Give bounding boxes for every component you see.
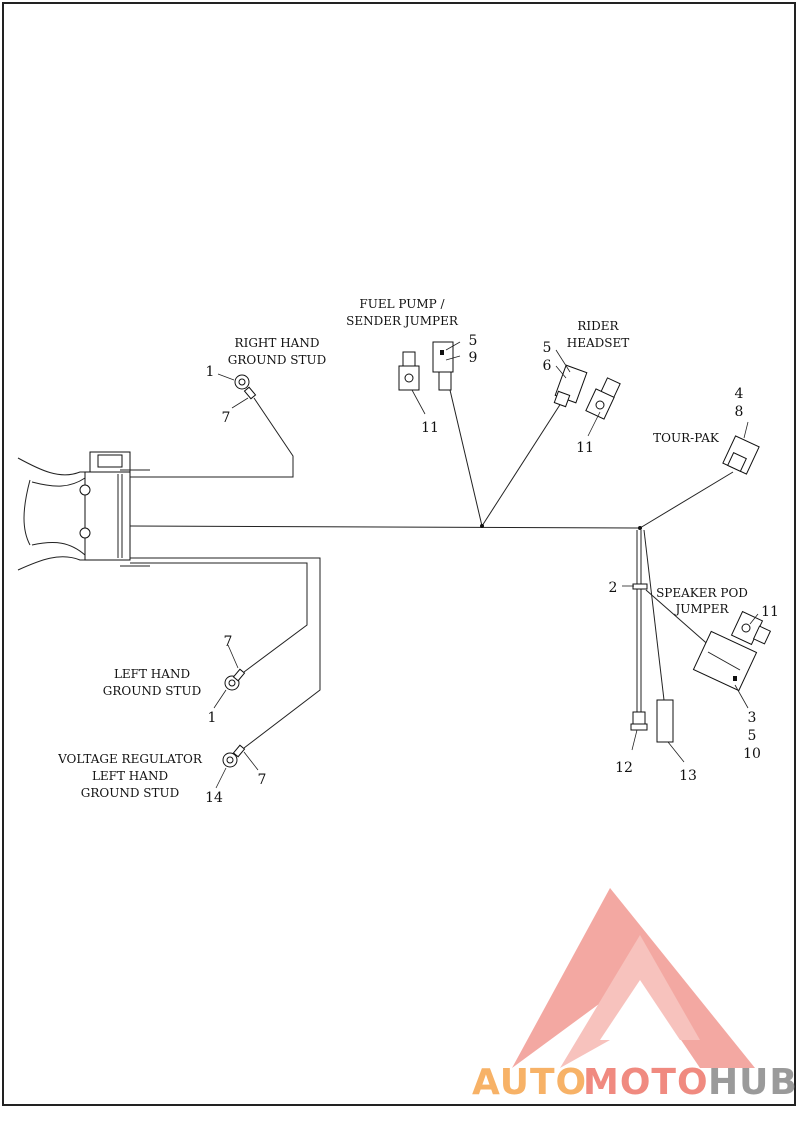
callout-2: 2 [609,580,618,596]
callout-11: 11 [421,420,439,436]
callout-5: 5 [543,340,552,356]
rider-headset-label-1: RIDER [577,319,619,333]
callout-7: 7 [224,634,233,650]
callout-11: 11 [761,604,779,620]
voltage-regulator-label-1: VOLTAGE REGULATOR [57,752,203,766]
cable-strap [632,583,648,590]
voltage-regulator-label-3: GROUND STUD [81,786,179,800]
callout-6: 6 [543,358,552,374]
callout-13: 13 [679,768,697,784]
callout-11: 11 [576,440,594,456]
ring-terminal-regulator [222,744,246,768]
fuel-pump-connector [432,341,454,391]
ring-terminal-left [224,668,246,691]
splice-dot [480,524,484,528]
tour-pak-label: TOUR-PAK [653,431,720,445]
harness-wires [129,389,734,749]
callout-14: 14 [205,790,223,806]
callout-1: 1 [208,710,217,726]
speaker-pod-label-2: JUMPER [673,602,729,616]
tour-pak-connector [722,435,760,475]
fuel-pump-connector-cap [398,351,420,391]
diagram-frame [2,2,796,1106]
right-hand-ground-stud-label-1: RIGHT HAND [235,336,320,350]
callout-4: 4 [735,386,744,402]
callout-8: 8 [735,404,744,420]
speaker-pod-cap [730,610,772,646]
automotohub-logo [512,888,755,1068]
left-hand-ground-stud-label-1: LEFT HAND [114,667,190,681]
frame-bracket [17,451,150,571]
bullet-connector-12 [630,711,648,731]
callout-10: 10 [743,746,761,762]
callout-7: 7 [258,772,267,788]
callout-3: 3 [748,710,757,726]
right-hand-ground-stud-label-2: GROUND STUD [228,353,326,367]
splice-dot [638,526,642,530]
fuel-pump-label-2: SENDER JUMPER [346,314,459,328]
callout-7: 7 [222,410,231,426]
callout-9: 9 [469,350,478,366]
rider-headset-label-2: HEADSET [567,336,630,350]
logo-moto: MOTO [583,1062,709,1103]
rider-headset-connector [553,364,588,408]
logo-hub: HUB [708,1062,798,1103]
fuel-pump-label-1: FUEL PUMP / [359,297,445,311]
callout-12: 12 [615,760,633,776]
speaker-pod-connector [692,630,758,692]
callout-5: 5 [748,728,757,744]
speaker-pod-label-1: SPEAKER POD [656,586,748,600]
leader-lines [213,341,759,789]
terminal-13 [656,699,674,743]
voltage-regulator-label-2: LEFT HAND [92,769,168,783]
ring-terminal-right [234,374,257,400]
rider-headset-cap [585,377,621,420]
callout-5: 5 [469,333,478,349]
logo-auto: AUTO [472,1062,587,1103]
callout-1: 1 [206,364,215,380]
left-hand-ground-stud-label-2: GROUND STUD [103,684,201,698]
